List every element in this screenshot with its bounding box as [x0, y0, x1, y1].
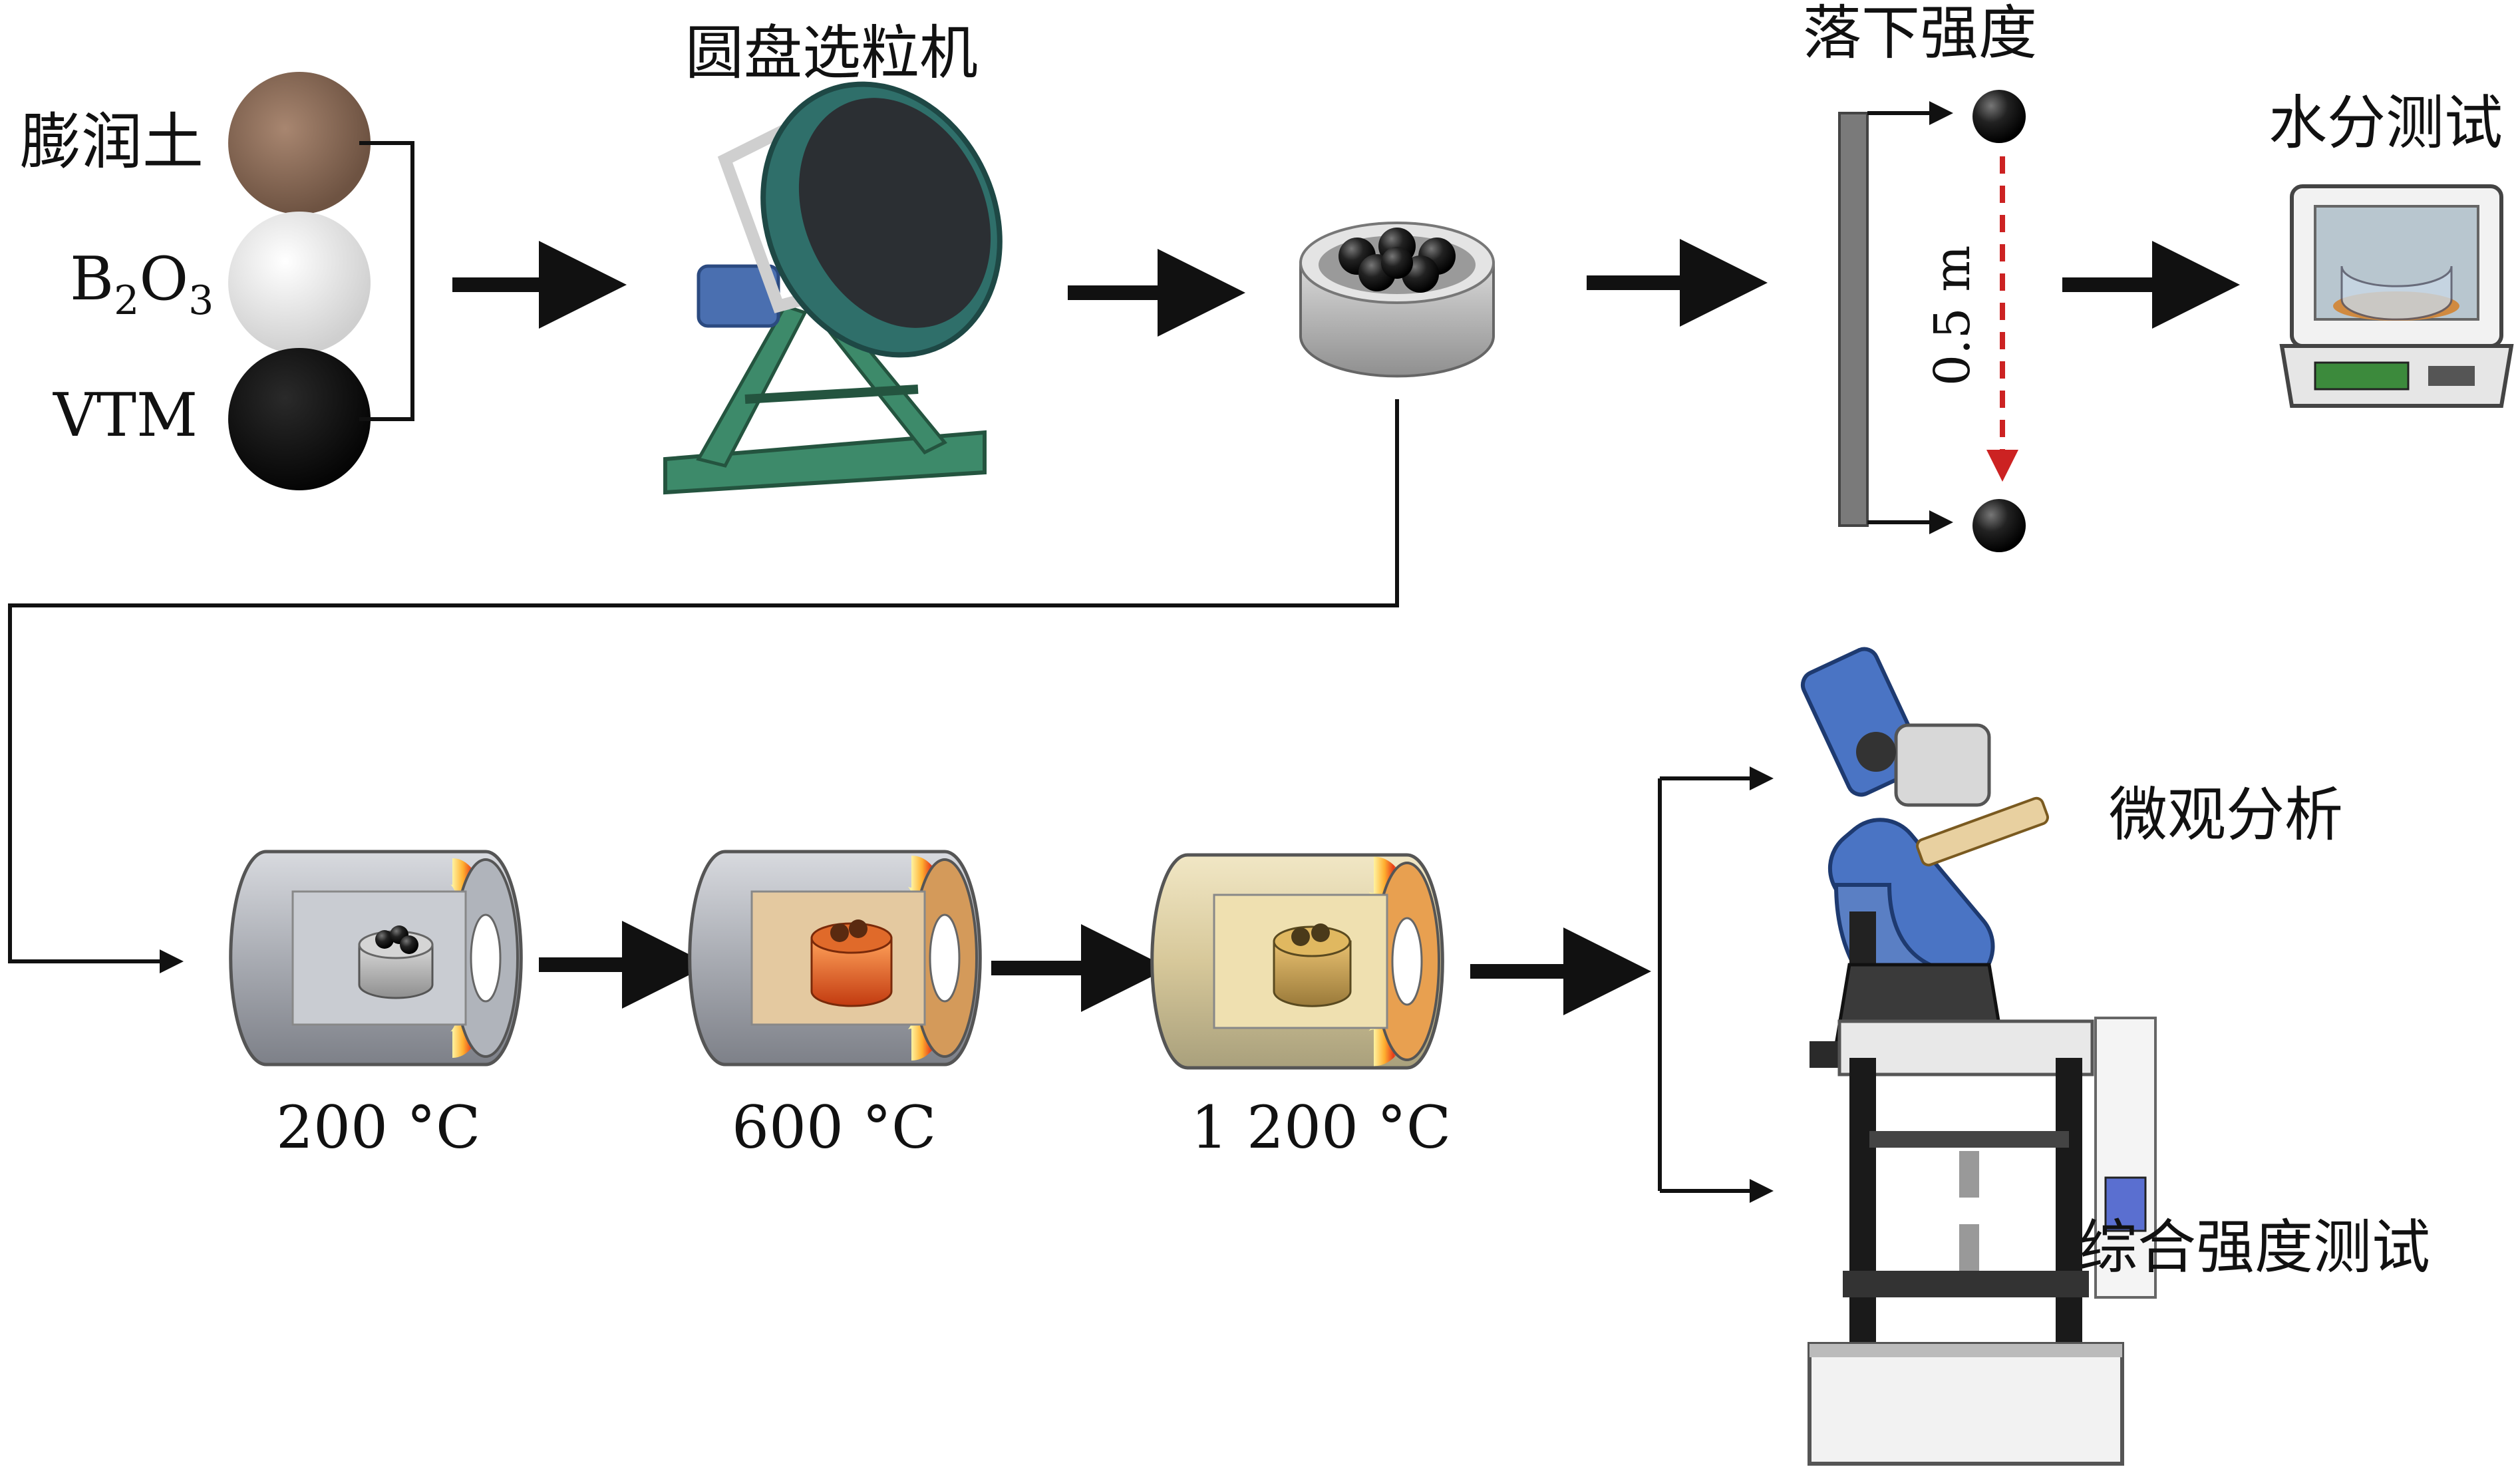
- vtm-label: VTM: [53, 381, 198, 450]
- drop-strength-label: 落下强度: [1803, 0, 2037, 67]
- temp-600-label: 600 °C: [732, 1093, 936, 1162]
- moisture-test-label: 水分测试: [2269, 88, 2503, 157]
- vtm-sample: [228, 348, 371, 490]
- disc-pelletizer-icon: [663, 81, 1003, 495]
- b2o3-label: B2O3: [70, 244, 214, 324]
- drop-test-apparatus: [1838, 90, 2026, 552]
- temp-1200-label: 1 200 °C: [1191, 1093, 1451, 1162]
- temp-200-label: 200 °C: [276, 1093, 480, 1162]
- materials-bracket: [359, 141, 414, 421]
- comprehensive-strength-label: 综合强度测试: [2079, 1213, 2430, 1281]
- bentonite-sample: [228, 72, 371, 214]
- green-pellets-tray-icon: [1299, 222, 1495, 378]
- microscope-icon: [1800, 647, 2049, 1068]
- moisture-analyzer-icon: [2279, 184, 2514, 408]
- b2o3-sample: [228, 212, 371, 354]
- furnace-1200: [1150, 853, 1444, 1070]
- furnace-200: [229, 850, 523, 1067]
- bentonite-label: 膨润土: [20, 106, 204, 178]
- disc-pelletizer-label: 圆盘选粒机: [685, 19, 978, 87]
- testing-machine-icon: [1808, 1017, 2157, 1466]
- drop-height-label: 0.5 m: [1924, 246, 1981, 386]
- micro-analysis-label: 微观分析: [2109, 780, 2343, 849]
- furnace-600: [688, 850, 982, 1067]
- connector-to-roasting: [8, 399, 1399, 973]
